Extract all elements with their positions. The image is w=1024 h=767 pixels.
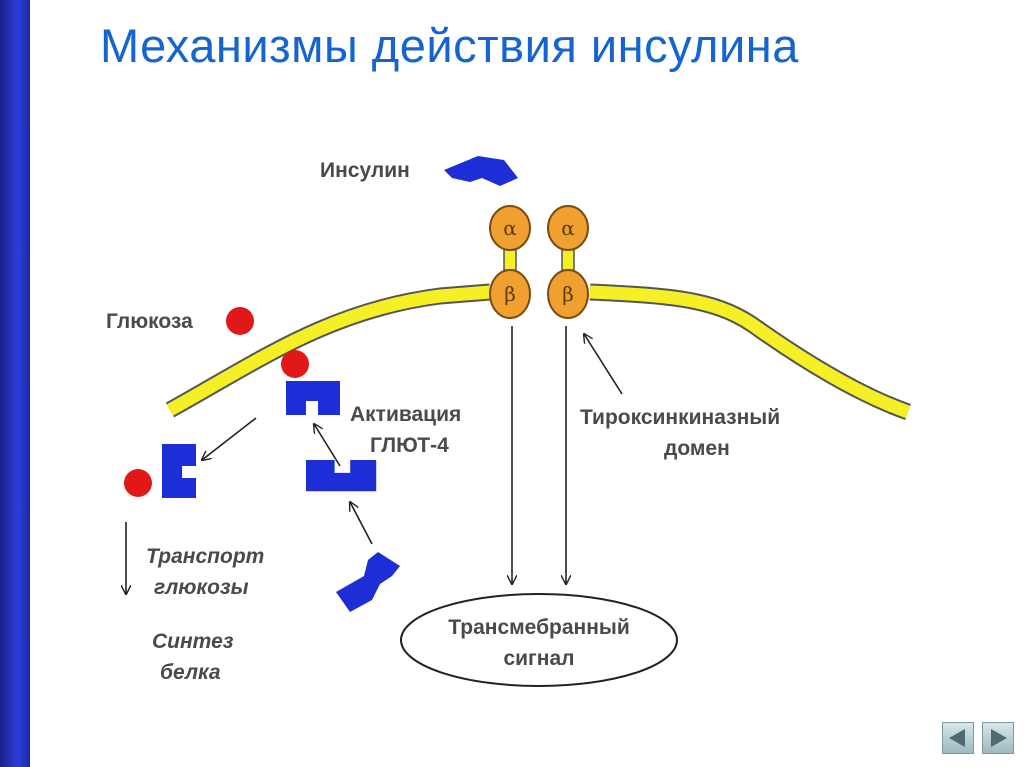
alpha-subunit-label: α: [561, 216, 575, 240]
activation-label: Активация: [350, 403, 461, 426]
glut4-transporter-icon: [306, 460, 377, 492]
beta-subunit-label: β: [504, 282, 516, 306]
triangle-right-icon: [991, 729, 1007, 747]
glucose-molecule-icon: [281, 350, 309, 378]
glucose-molecule-icon: [124, 469, 152, 497]
beta-subunit-label: β: [562, 282, 574, 306]
glucose-molecule-icon: [226, 307, 254, 335]
alpha-subunit-label: α: [503, 216, 517, 240]
glucose-transport-label: глюкозы: [154, 576, 249, 599]
transmembrane-signal-label: Трансмебранный: [448, 616, 630, 639]
glucose-transport-label: Транспорт: [146, 545, 264, 568]
slide-title: Механизмы действия инсулина: [100, 19, 799, 72]
insulin-molecule-icon: [444, 156, 518, 186]
next-slide-button[interactable]: [982, 722, 1014, 754]
glut4-transporter-icon: [162, 444, 196, 498]
tyrosine-kinase-label: домен: [664, 437, 730, 460]
glucose-label: Глюкоза: [106, 310, 193, 333]
protein-synthesis-label: белка: [160, 661, 221, 684]
arrow-icon: [202, 417, 257, 460]
insulin-receptor-left: α β: [489, 205, 531, 319]
arrow-icon: [314, 424, 341, 467]
cell-membrane: [165, 283, 911, 421]
glut4-transporter-icon: [336, 552, 400, 612]
arrow-icon: [350, 502, 373, 545]
insulin-label: Инсулин: [320, 159, 410, 182]
transmembrane-signal-label: сигнал: [503, 647, 574, 670]
prev-slide-button[interactable]: [942, 722, 974, 754]
left-accent-bar: [0, 0, 30, 767]
transmembrane-signal-ellipse: [400, 593, 678, 687]
triangle-left-icon: [949, 729, 965, 747]
insulin-receptor-right: α β: [547, 205, 589, 319]
tyrosine-kinase-label: Тироксинкиназный: [580, 406, 780, 429]
activation-label: ГЛЮТ-4: [370, 434, 449, 457]
glut4-transporter-icon: [286, 381, 340, 415]
arrow-icon: [584, 334, 623, 395]
protein-synthesis-label: Синтез: [152, 630, 234, 653]
